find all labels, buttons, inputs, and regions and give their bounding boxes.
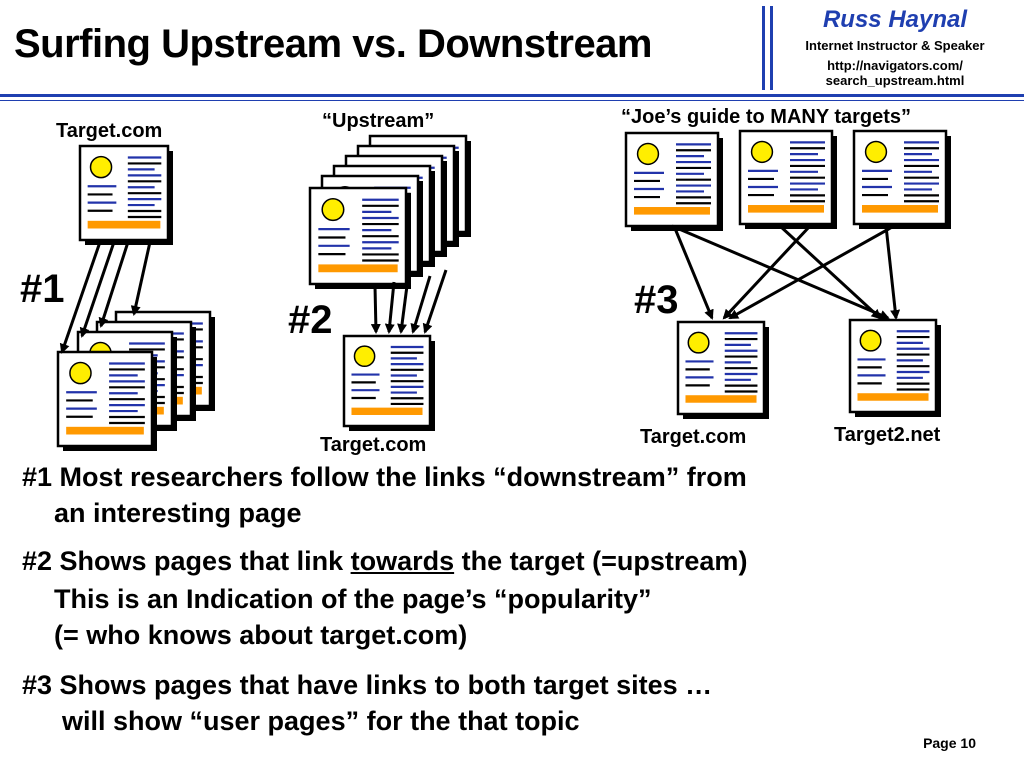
header-divider [770,6,773,90]
link-arrow [671,224,890,320]
header-divider [762,6,765,90]
bullet-2-line-2: This is an Indication of the page’s “pop… [54,584,652,614]
bullet-3-line-2: will show “user pages” for the that topi… [62,706,580,736]
group1-source-label: Target.com [56,120,163,142]
link-arrow [422,269,448,334]
author-url-path[interactable]: search_upstream.html [825,73,965,88]
web-page-icon [738,129,837,229]
bullet-1-line-1: #1 Most researchers follow the links “do… [22,462,747,492]
link-diagram [56,129,951,451]
web-page-icon [56,350,157,451]
group3-target-label-2: Target2.net [834,424,941,446]
group2-target-label: Target.com [320,434,427,456]
web-page-icon [624,131,723,231]
page-number: Page 10 [923,735,976,751]
link-arrow [397,277,410,334]
link-arrow [59,241,102,354]
group3-target-label-1: Target.com [640,426,747,448]
author-role: Internet Instructor & Speaker [805,38,985,53]
link-arrow [384,281,396,334]
web-page-icon [852,129,951,229]
link-arrow [370,285,381,334]
web-page-icon [78,144,173,245]
slide-title: Surfing Upstream vs. Downstream [14,22,653,66]
link-arrow [79,241,116,338]
bullet-3-line-1: #3 Shows pages that have links to both t… [22,670,713,700]
link-arrow [884,225,901,320]
bullet-1-line-2: an interesting page [54,498,302,528]
group3-heading: “Joe’s guide to MANY targets” [621,106,912,128]
link-arrow [98,241,130,328]
web-page-icon [676,320,769,419]
group1-number: #1 [20,267,65,311]
group3-number: #3 [634,278,679,322]
web-page-icon [342,334,435,431]
author-name: Russ Haynal [822,6,968,33]
link-arrow [130,241,152,316]
link-arrow [410,275,432,334]
header-rule [0,100,1024,101]
bullet-2-emphasis: towards [350,546,455,576]
bullet-2-suffix: the target (=upstream) [454,546,748,576]
bullet-2-prefix: #2 Shows pages that link [22,546,351,576]
link-arrow [672,225,714,320]
group2-number: #2 [288,298,333,342]
link-arrow [728,224,895,320]
bullet-2-line-3: (= who knows about target.com) [54,620,468,650]
web-page-icon [308,186,411,289]
author-url[interactable]: http://navigators.com/ [827,58,963,73]
bullet-2-line-1: #2 Shows pages that link towards the tar… [22,546,747,577]
header-rule [0,94,1024,97]
group2-heading: “Upstream” [322,110,435,132]
web-page-icon [848,318,941,417]
link-arrow [778,224,882,320]
